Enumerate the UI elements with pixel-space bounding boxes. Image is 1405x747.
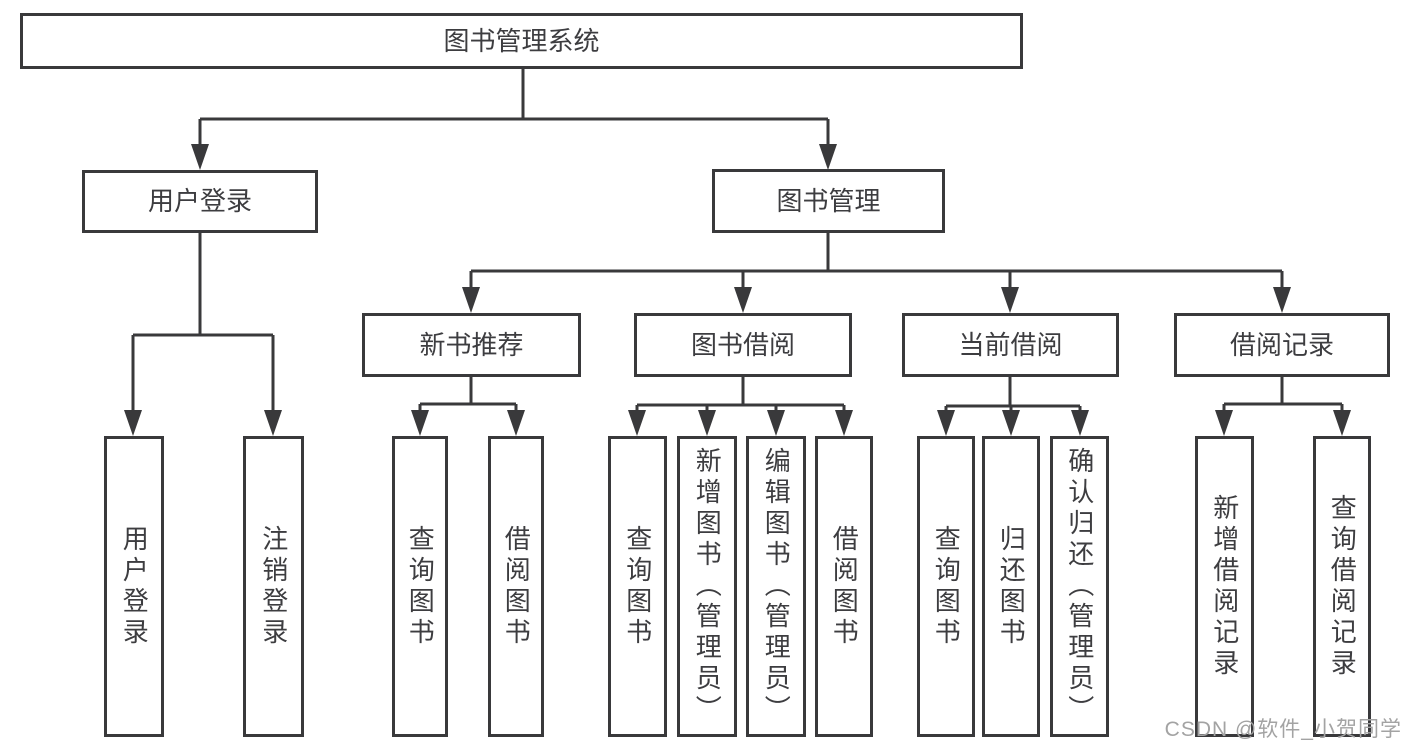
leaf-return-books-label: 归还图书 — [996, 524, 1027, 649]
leaf-add-books-admin-label: 新增图书（管理员） — [692, 447, 723, 726]
node-book-borrow: 图书借阅 — [634, 313, 852, 377]
node-user-login: 用户登录 — [82, 170, 318, 233]
watermark: CSDN @软件_小贺同学 — [1164, 718, 1402, 741]
leaf-add-borrow-record: 新增借阅记录 — [1195, 436, 1254, 737]
node-borrow-record-label: 借阅记录 — [1229, 329, 1334, 360]
node-current-borrow-label: 当前借阅 — [958, 329, 1063, 360]
leaf-query-borrow-record-label: 查询借阅记录 — [1327, 493, 1358, 680]
node-root: 图书管理系统 — [20, 13, 1023, 69]
node-book-borrow-label: 图书借阅 — [690, 329, 795, 360]
leaf-logout: 注销登录 — [243, 436, 304, 737]
leaf-newrec-query-books-label: 查询图书 — [405, 524, 436, 649]
node-user-login-label: 用户登录 — [147, 186, 252, 217]
leaf-confirm-return-admin-label: 确认归还（管理员） — [1064, 447, 1095, 726]
leaf-query-borrow-record: 查询借阅记录 — [1313, 436, 1371, 737]
leaf-add-borrow-record-label: 新增借阅记录 — [1209, 493, 1240, 680]
leaf-user-login: 用户登录 — [104, 436, 164, 737]
leaf-user-login-label: 用户登录 — [119, 524, 150, 649]
leaf-edit-books-admin-label: 编辑图书（管理员） — [761, 447, 792, 726]
node-current-borrow: 当前借阅 — [902, 313, 1119, 377]
leaf-newrec-borrow-books-label: 借阅图书 — [501, 524, 532, 649]
node-root-label: 图书管理系统 — [443, 25, 600, 56]
leaf-borrow-books: 借阅图书 — [815, 436, 873, 737]
leaf-newrec-borrow-books: 借阅图书 — [488, 436, 544, 737]
leaf-confirm-return-admin: 确认归还（管理员） — [1050, 436, 1109, 737]
node-book-management-label: 图书管理 — [776, 185, 881, 216]
node-new-book-recommend: 新书推荐 — [362, 313, 581, 377]
node-book-management: 图书管理 — [712, 169, 945, 233]
leaf-edit-books-admin: 编辑图书（管理员） — [746, 436, 806, 737]
leaf-borrow-books-label: 借阅图书 — [829, 524, 860, 649]
leaf-newrec-query-books: 查询图书 — [392, 436, 448, 737]
leaf-return-books: 归还图书 — [982, 436, 1040, 737]
leaf-borrow-query-books: 查询图书 — [608, 436, 667, 737]
leaf-borrow-query-books-label: 查询图书 — [622, 524, 653, 649]
leaf-logout-label: 注销登录 — [258, 524, 289, 649]
node-borrow-record: 借阅记录 — [1174, 313, 1390, 377]
node-new-book-recommend-label: 新书推荐 — [419, 329, 524, 360]
leaf-add-books-admin: 新增图书（管理员） — [677, 436, 737, 737]
leaf-current-query-books-label: 查询图书 — [931, 524, 962, 649]
leaf-current-query-books: 查询图书 — [917, 436, 975, 737]
